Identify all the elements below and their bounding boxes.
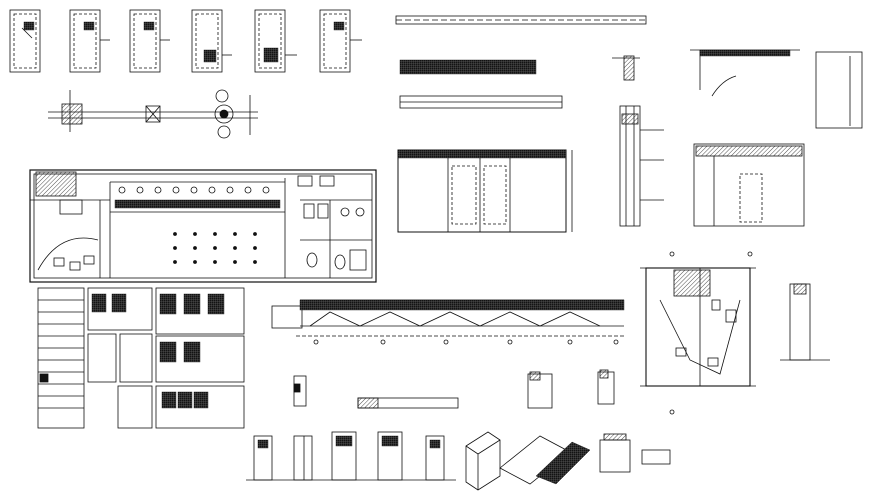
door-elevations-bottom (246, 431, 456, 481)
main-floor-plan (29, 169, 377, 283)
workstation-row (114, 186, 281, 209)
misc-details (293, 369, 615, 409)
legend-tables (37, 287, 245, 429)
secondary-floor-plan (640, 251, 756, 415)
door-elevation (293, 435, 313, 481)
door-elevation (191, 9, 232, 73)
column-detail (780, 283, 830, 361)
door-elevation (253, 435, 273, 481)
door-frame-detail (619, 105, 664, 227)
door-jamb-sections (48, 89, 258, 139)
column-grid (173, 232, 257, 264)
door-elevation (377, 431, 403, 481)
door-elevation (129, 9, 170, 73)
door-elevation (425, 435, 445, 481)
door-elevations-top (9, 9, 362, 73)
door-elevation (9, 9, 41, 73)
door-elevation (69, 9, 110, 73)
restroom-fixtures (297, 175, 367, 271)
wall-section (693, 143, 805, 227)
partition-elevation-strip (395, 15, 647, 109)
door-elevation (331, 431, 357, 481)
ceiling-detail (612, 49, 863, 129)
isometric-details (465, 431, 671, 491)
door-elevation (319, 9, 362, 73)
lounge-furniture (37, 199, 99, 271)
door-elevation (254, 9, 297, 73)
glass-partition-elevation (397, 149, 573, 233)
building-section (271, 299, 625, 345)
